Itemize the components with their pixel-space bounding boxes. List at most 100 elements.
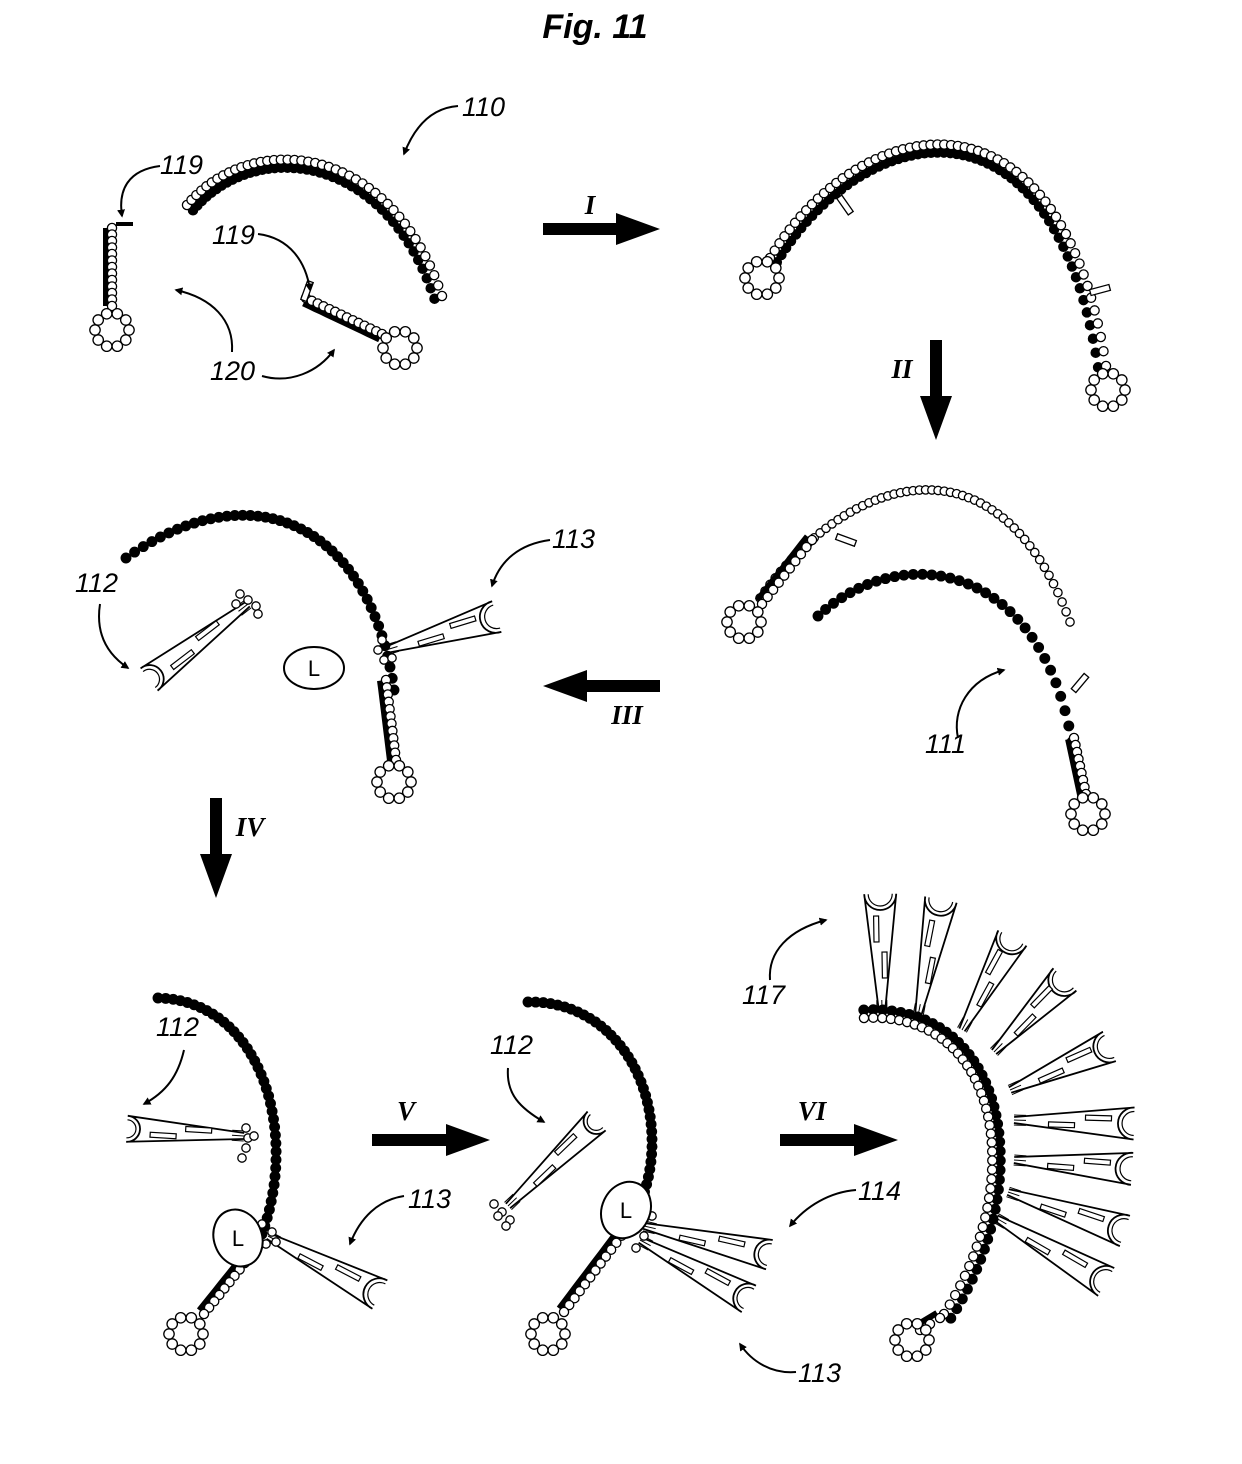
p4-strand-dark-bead-35 [365,602,377,614]
p6-probe-113-inner [736,1286,755,1310]
p7-probe-7-block-1 [1077,1207,1106,1223]
p3-hairpin-left-loop-bead-0 [755,616,767,628]
p2-strand-light-bead-42 [1028,183,1040,194]
leader-112-panel6 [506,1067,546,1123]
p2-strand-light-bead-43 [1034,189,1046,201]
p4-probe-112-outline [140,600,251,692]
p1-hairpin-right-loop-bead-8 [399,325,412,338]
p1-hairpin-right-loop-bead-2 [399,358,412,371]
p4-probe-113-end-bead-2 [379,655,389,665]
p3-lower-strand-111-bead-9 [889,571,901,583]
ref-120: 120 [210,356,255,386]
ref-113-panel6: 113 [798,1358,841,1388]
p3-lower-strand-111-bead-11 [907,568,919,580]
step-label-3: III [610,700,644,730]
p6-probe-112-end-bead-3 [493,1211,503,1221]
p3-lower-strand-111-bead-13 [926,569,938,581]
p4-hairpin-loop-bead-9 [401,766,414,778]
p3-hairpin-left-bead-7 [767,584,779,596]
p6-hairpin-loop-bead-0 [559,1328,571,1340]
p6-hairpin-loop-bead-3 [536,1344,549,1357]
p1-strand-110-light-bead-35 [399,218,411,229]
ref-112-panel6: 112 [490,1030,533,1060]
p5-probe-112-block-0 [184,1125,213,1134]
p1-strand-110-light-bead-39 [420,250,431,262]
p2-strand-light-bead-47 [1055,219,1067,231]
p6-probe-112-inner [586,1114,604,1131]
leader-112-panel5 [142,1049,185,1105]
p4-probe-112-end-bead-1 [243,595,253,605]
step-arrow-3 [543,670,660,702]
p3-upper-strand-bead-45 [1019,534,1030,545]
p5-probe-113-block-0 [297,1253,324,1272]
p7-probe-8-inner [1093,1269,1113,1293]
p3-lower-strand-111-bead-8 [880,573,891,585]
p2-hairpin-right-loop-bead-9 [1115,374,1128,386]
p6-probe-ends-bead-3 [639,1231,649,1241]
p7-strand-light-bead-22 [982,1111,994,1123]
p1-hairpin-left-loop-bead-2 [111,340,124,353]
p6-hairpin-loop-bead-4 [528,1338,541,1350]
leader-120-right [261,348,335,380]
p4-probe-113-outline [384,600,502,654]
p1-hairpin-right-loop-bead-5 [377,342,389,354]
p1-strand-110-light-bead-38 [415,242,426,253]
p5-hairpin-loop-bead-5 [163,1328,175,1340]
p3-lower-strand-111-bead-15 [944,572,956,584]
leader-119-mid [257,233,314,292]
p6-hairpin-loop-bead-2 [547,1344,560,1357]
p3-lower-strand-111-bead-32 [1063,720,1075,732]
p5-probe-113-inner [367,1281,386,1306]
p7-probe-1-block-1 [924,919,936,948]
step-label-6: VI [798,1096,828,1126]
p3-tag-right [1070,672,1090,694]
p3-upper-strand-bead-55 [1065,617,1075,627]
p3-hairpin-left-loop-bead-4 [724,626,737,638]
p7-hairpin-loop-bead-3 [900,1350,913,1363]
p3-hairpin-left-bead-0 [806,534,818,546]
p4-strand-dark-bead-3 [146,536,158,548]
p2-strand-light-bead-51 [1074,258,1085,269]
p7-probe-6-inner [1119,1156,1133,1182]
p3-upper-strand-bead-44 [1014,528,1025,539]
p3-hairpin-left-bead-3 [790,556,801,567]
p1-hairpin-left-loop-bead-8 [111,307,124,320]
p3-hairpin-left-bead-6 [773,577,784,588]
p5-probe-113-block-1 [334,1263,362,1283]
p7-probe-8-block-1 [1061,1249,1089,1269]
p2-hairpin-right-loop-bead-8 [1107,367,1120,380]
p1-strand-110-light-bead-42 [432,280,444,291]
step-label-1: I [584,190,597,220]
p3-upper-strand-bead-50 [1044,570,1054,581]
p4-strand-dark-bead-4 [154,531,166,543]
p4-strand-dark-bead-0 [120,552,132,564]
p6-probe-112-block-1 [553,1132,578,1157]
p2-tag-right [1088,283,1112,297]
p2-strand-light-bead-55 [1089,305,1100,316]
p3-upper-strand-bead-54 [1061,606,1071,617]
p2-strand-light-bead-57 [1095,331,1107,343]
p6-hairpin-loop-bead-8 [547,1311,560,1324]
leader-lines-layer [98,105,1006,1374]
p7-strand-light-bead-0 [858,1012,870,1024]
p7-probe-0-block-0 [881,951,889,979]
p6-probe-112-tick-1 [507,1197,518,1207]
p4-strand-dark-bead-36 [369,611,381,623]
p1-hairpin-left-loop-bead-3 [100,340,113,353]
p5-hairpin-loop-bead-6 [166,1318,179,1330]
p6-hairpin-bead-10 [574,1285,585,1297]
p2-hairpin-right-loop-bead-1 [1115,394,1128,406]
p3-lower-strand-111-bead-25 [1026,631,1038,643]
p1-hairpin-right-loop-bead-9 [407,332,420,344]
p7-hairpin-loop-bead-5 [889,1334,901,1346]
p7-probe-7-block-0 [1039,1203,1067,1218]
ligand-label-panel5: L [232,1226,244,1251]
p3-upper-strand-bead-49 [1039,562,1050,573]
step-arrow-1 [543,213,660,245]
p3-hairpin-right-loop-bead-1 [1095,818,1108,830]
p4-hairpin-loop-bead-3 [382,792,395,805]
p4-strand-dark-bead-2 [137,541,149,553]
p7-hairpin-loop-bead-2 [911,1350,924,1363]
p3-hairpin-left-strand [754,534,810,603]
